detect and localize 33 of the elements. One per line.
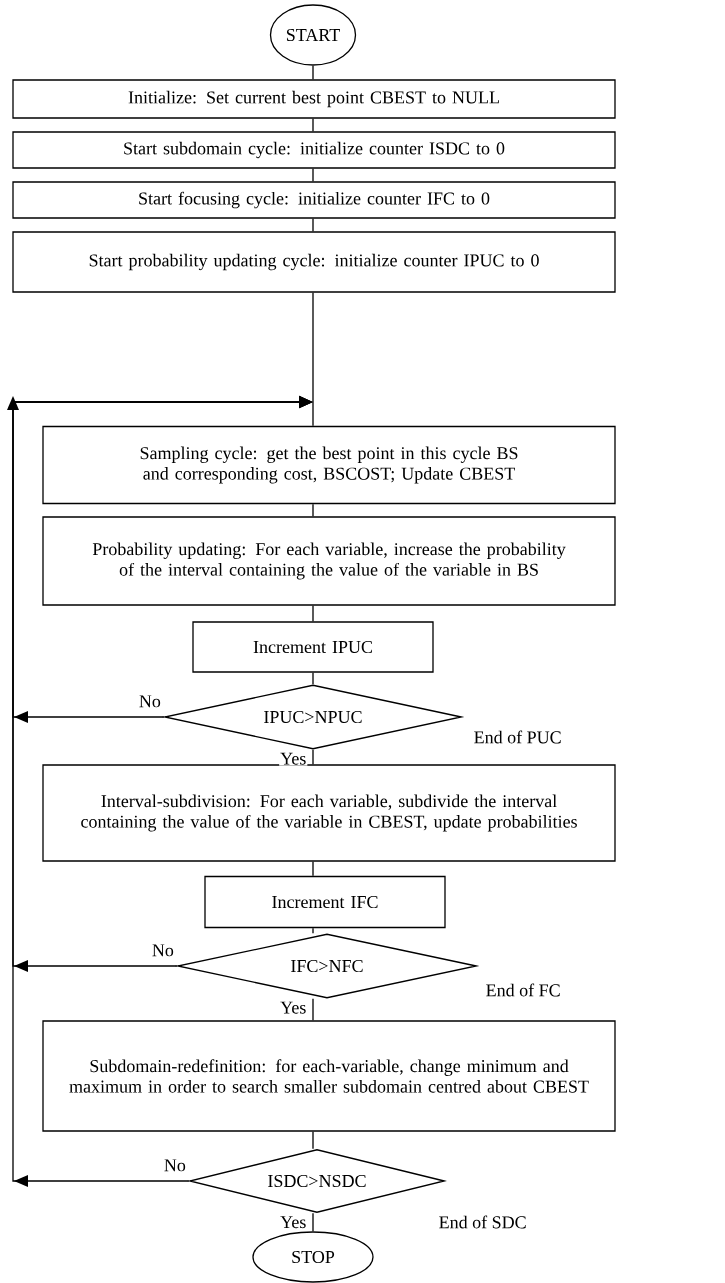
process-box: Increment IPUC (192, 621, 434, 673)
process-box: Probability updating: For each variable, increase the probability of the interval containing the value of the variable in BS (42, 516, 616, 606)
connector-line (312, 65, 314, 80)
edge-label: No (150, 943, 175, 958)
edge-label: Yes (279, 1215, 308, 1230)
connector-line (312, 118, 314, 132)
connector-line (312, 861, 314, 877)
edge-label: Yes (279, 1000, 308, 1015)
connector-line (312, 292, 314, 427)
edge-label: No (137, 694, 162, 709)
connector-line (312, 605, 314, 622)
connector-line (312, 998, 314, 1021)
edge-label: Yes (279, 751, 308, 766)
process-box: Start probability updating cycle: initialize counter IPUC to 0 (12, 231, 616, 293)
edge-label: No (162, 1158, 187, 1173)
process-box: Start subdomain cycle: initialize counter ISDC to 0 (12, 131, 616, 169)
note-text: End of PUC (474, 730, 561, 744)
process-box: Sampling cycle: get the best point in this cycle BS and corresponding cost, BSCOST; Update CBEST (42, 425, 616, 505)
connector-line (312, 218, 314, 232)
process-box: Interval-subdivision: For each variable, subdivide the interval containing the value of the variable in CBEST, update probabilities (42, 764, 616, 862)
connector-line (312, 749, 314, 765)
process-box: Initialize: Set current best point CBEST to NULL (12, 79, 616, 119)
process-box: Start focusing cycle: initialize counter IFC to 0 (12, 181, 616, 219)
process-box: Subdomain-redefinition: for each-variable, change minimum and maximum in order to search smaller subdomain centred about CBEST (42, 1020, 616, 1132)
connector-line (312, 503, 314, 517)
connector-line (312, 927, 314, 934)
connector-line (312, 1131, 314, 1150)
note-text: End of SDC (439, 1215, 526, 1229)
note-text: End of FC (486, 983, 560, 997)
connector-line (312, 672, 314, 685)
connector-line (312, 1212, 314, 1232)
process-box: Increment IFC (204, 875, 446, 929)
connector-line (312, 168, 314, 182)
